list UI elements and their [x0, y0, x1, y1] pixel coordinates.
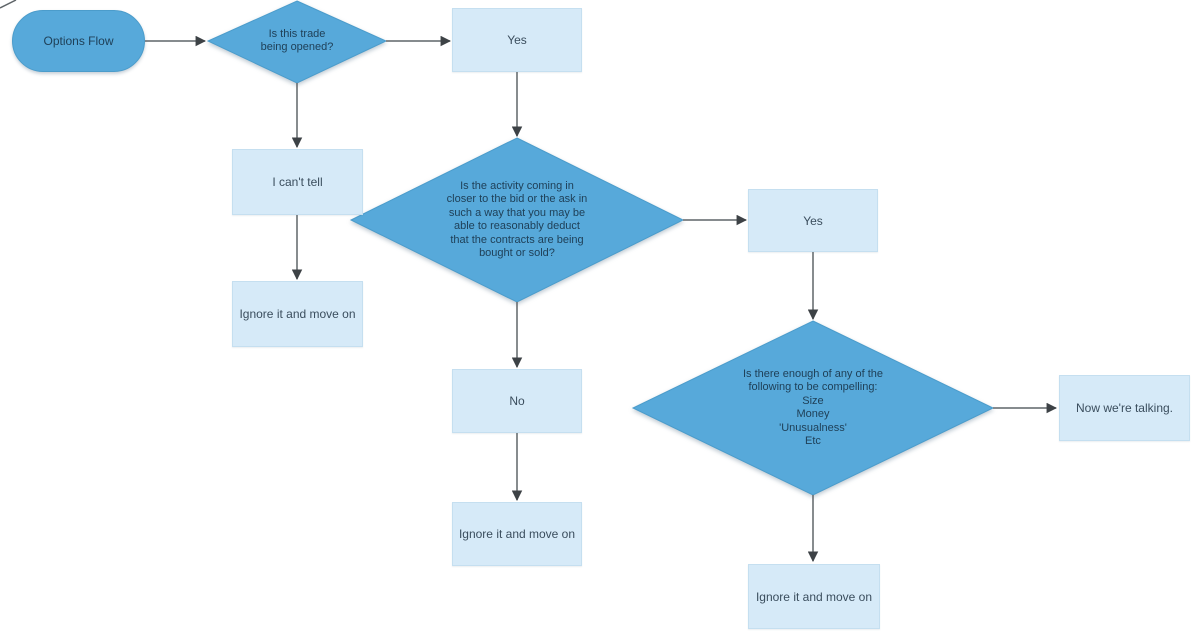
ignore-left-node: Ignore it and move on — [232, 281, 363, 347]
decision-compelling-label: Is there enough of any of the following … — [742, 367, 884, 448]
no-node-label: No — [509, 394, 525, 408]
ignore-bottom-label: Ignore it and move on — [755, 589, 873, 604]
start-node-label: Options Flow — [43, 34, 114, 48]
ignore-mid-label: Ignore it and move on — [458, 527, 576, 541]
now-talking-node: Now we're talking. — [1059, 375, 1190, 441]
now-talking-label: Now we're talking. — [1076, 401, 1173, 415]
ignore-mid-node: Ignore it and move on — [452, 502, 582, 566]
ignore-bottom-node: Ignore it and move on — [748, 564, 880, 629]
ignore-left-label: Ignore it and move on — [239, 307, 356, 321]
start-node: Options Flow — [12, 10, 145, 72]
decision-activity-label: Is the activity coming in closer to the … — [446, 179, 588, 260]
decision-opened-label: Is this trade being opened? — [260, 27, 334, 54]
corner-artifact-line — [0, 0, 17, 9]
yes-right-node: Yes — [748, 189, 878, 252]
yes-top-label: Yes — [507, 33, 527, 47]
yes-top-node: Yes — [452, 8, 582, 72]
cant-tell-node: I can't tell — [232, 149, 363, 215]
yes-right-label: Yes — [803, 213, 823, 228]
cant-tell-label: I can't tell — [272, 175, 323, 189]
no-node: No — [452, 369, 582, 433]
